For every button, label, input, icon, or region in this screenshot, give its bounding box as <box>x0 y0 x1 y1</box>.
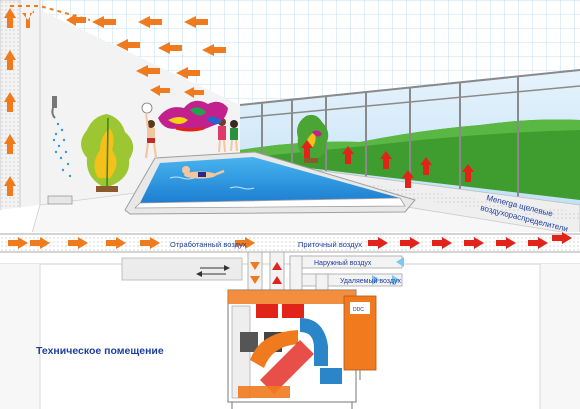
exhaust-air-label: Отработанный воздух <box>170 240 247 249</box>
ventilation-unit <box>227 289 357 409</box>
supply-duct-arrows <box>368 232 572 249</box>
ceiling <box>40 0 580 105</box>
wall-mural <box>158 100 228 132</box>
person-with-ball <box>141 102 158 159</box>
control-panel <box>343 295 377 380</box>
shower-icon <box>47 96 73 205</box>
ceiling-return-arrows <box>66 14 226 98</box>
swimming-pool <box>124 151 416 215</box>
left-wall-return-arrows <box>4 8 34 196</box>
technical-room <box>0 257 580 409</box>
exhaust-duct-arrows <box>8 237 255 249</box>
swimmer-figure <box>182 166 225 179</box>
supply-air-label: Приточный воздух <box>298 240 362 249</box>
outdoor-air-label: Наружный воздух <box>314 259 372 267</box>
floor-slab <box>0 232 580 254</box>
return-duct-line <box>10 5 91 21</box>
plant-icon <box>81 114 134 192</box>
technical-room-label: Техническое помещение <box>36 345 164 357</box>
control-panel-label: DDC <box>353 307 364 313</box>
vertical-ducts <box>247 251 404 297</box>
removed-air-label: Удаляемый воздух <box>340 277 401 285</box>
window-supply-arrows <box>301 140 474 188</box>
